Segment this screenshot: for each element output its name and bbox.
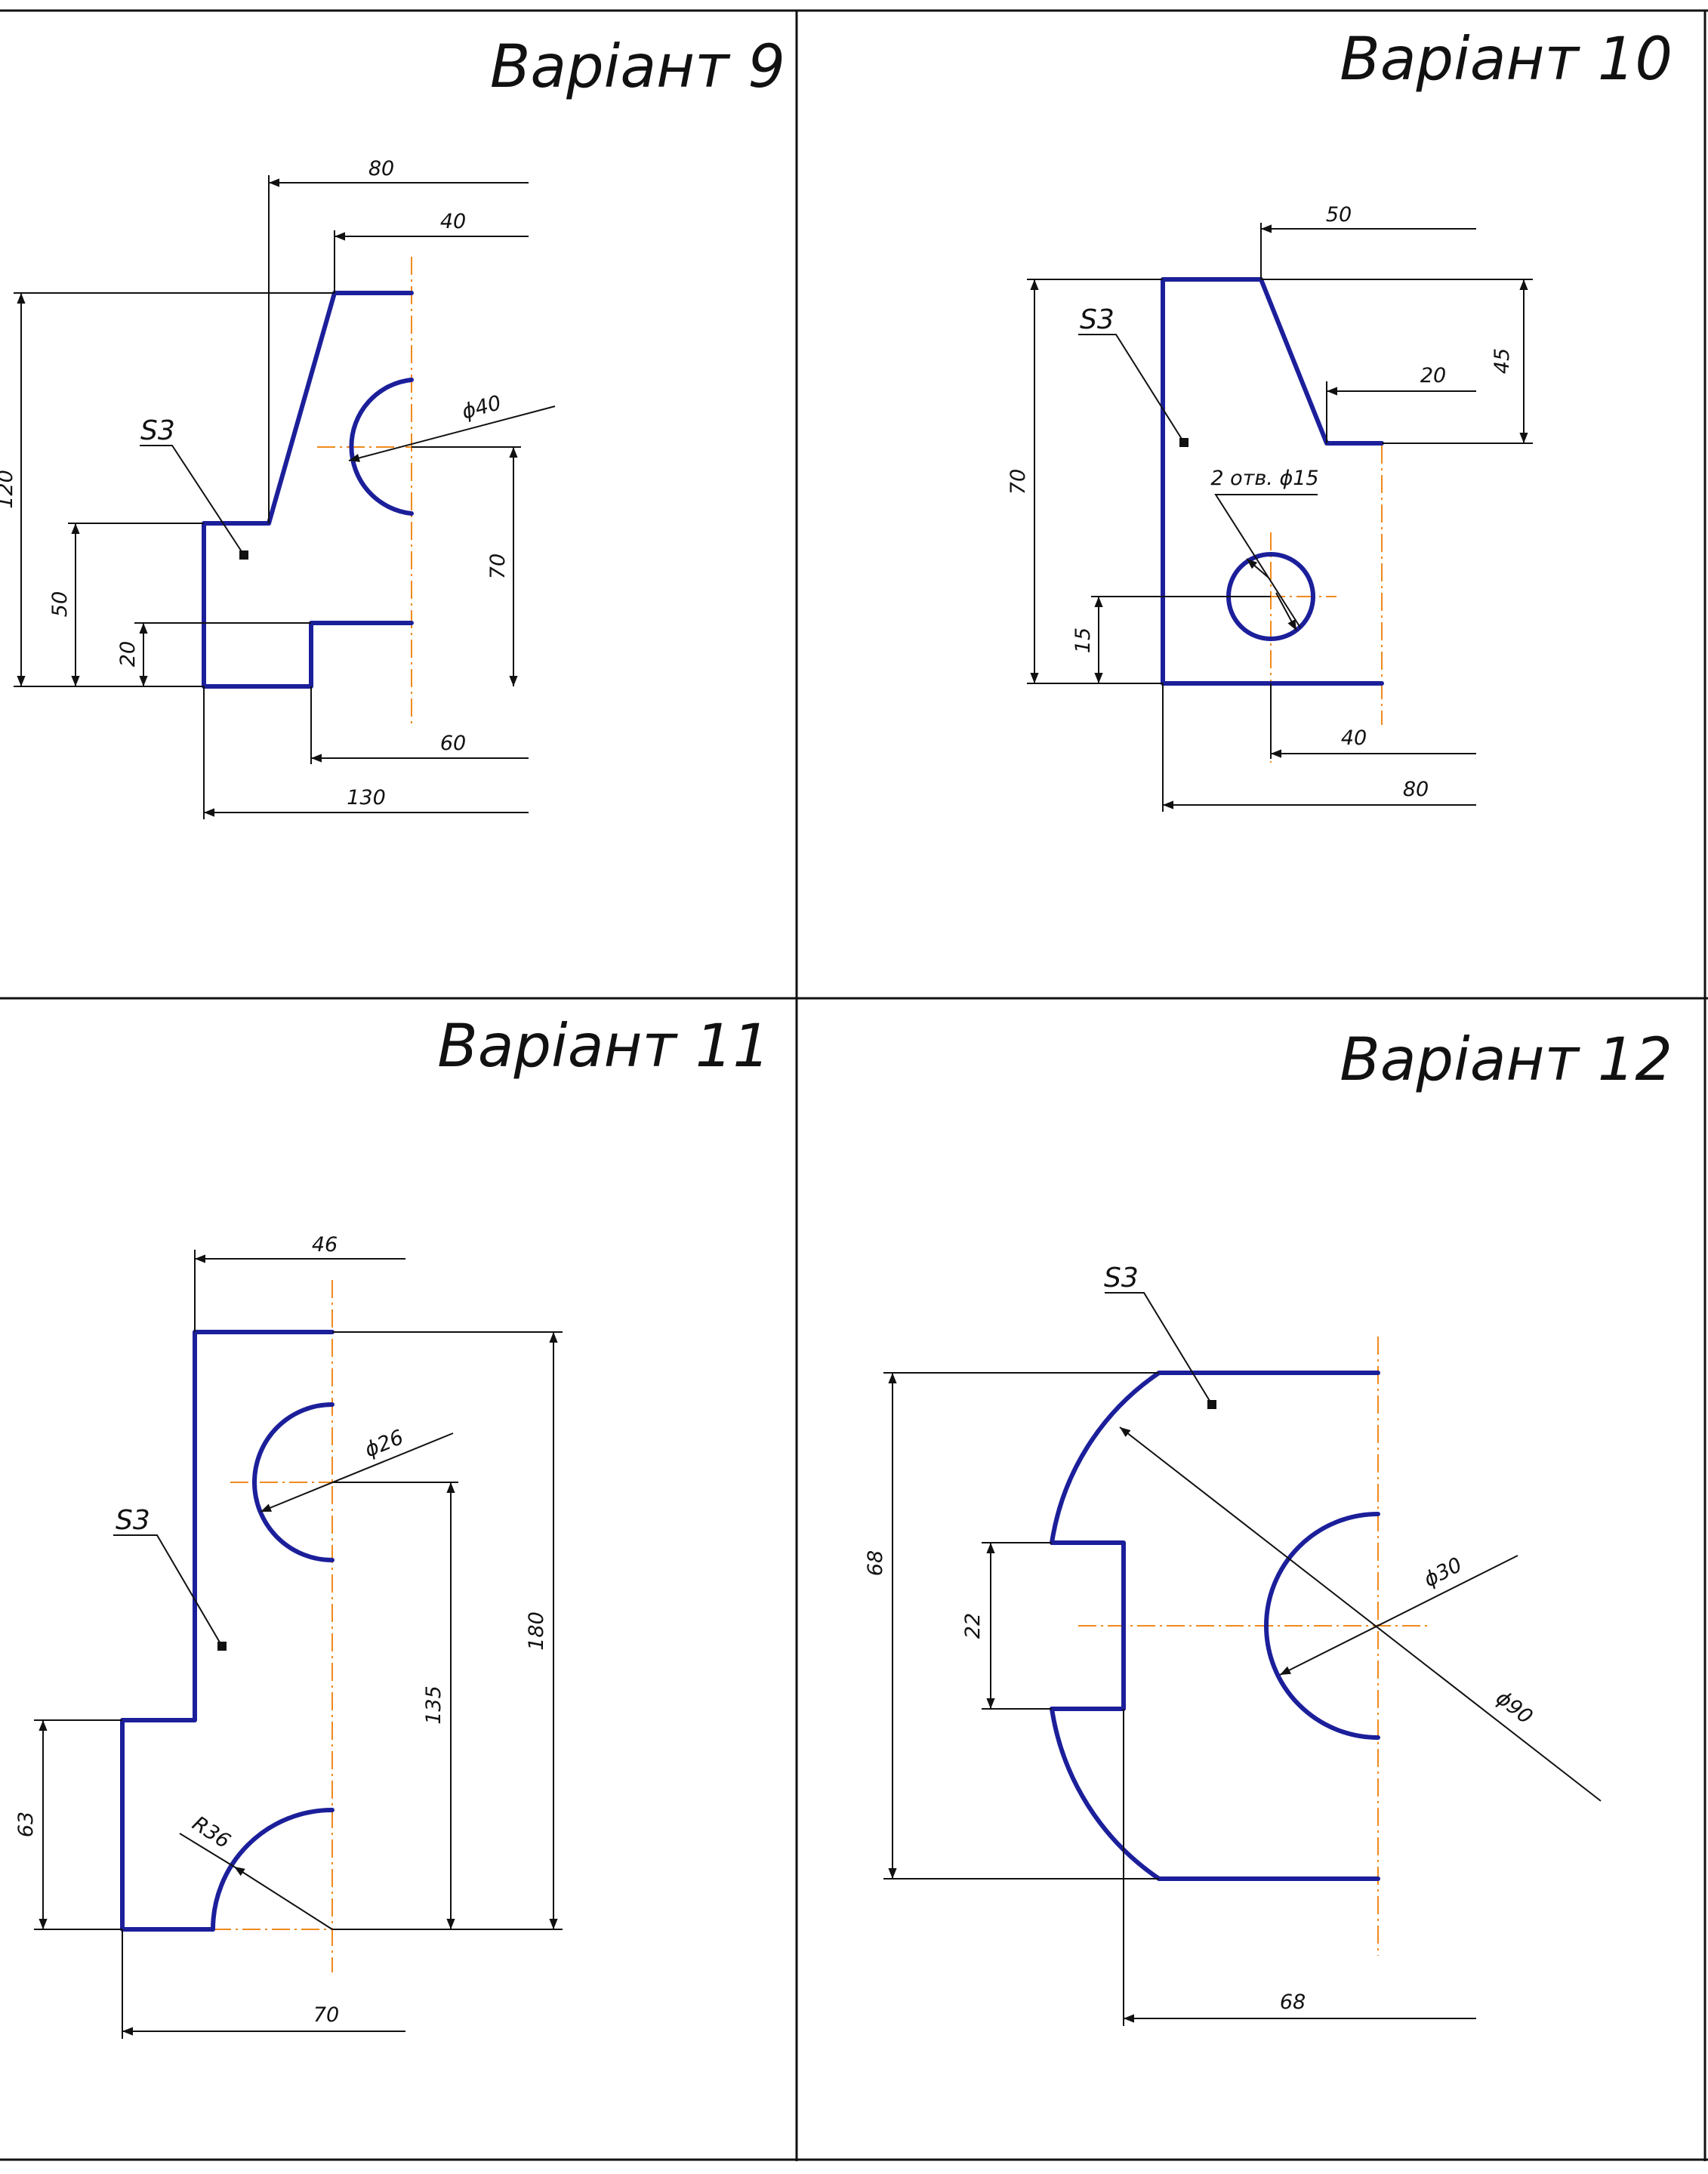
variant-9-axes — [317, 257, 453, 723]
dim-label: 68 — [864, 1550, 887, 1576]
dim-label: 15 — [1071, 628, 1095, 653]
sheet-frame — [0, 9, 1708, 2161]
dim-label: 135 — [422, 1685, 445, 1725]
variant-9-contour — [202, 291, 414, 689]
variant-11-contour — [120, 1330, 335, 1932]
dim-label: ϕ26 — [362, 1426, 407, 1462]
dim-label: R36 — [188, 1812, 234, 1853]
variant-11-axes — [213, 1280, 351, 1972]
dim-label: 130 — [347, 786, 386, 809]
variant-10-axes — [1208, 446, 1383, 763]
section-label: S3 — [116, 1505, 150, 1536]
dim-label: 120 — [0, 470, 17, 509]
dim-label: ϕ40 — [460, 391, 504, 424]
dim-label: ϕ30 — [1420, 1553, 1466, 1592]
dim-label: 50 — [48, 591, 72, 617]
variant-12-dim-labels: 68 22 ϕ30 ϕ90 68 S3 — [864, 1263, 1537, 2014]
dim-label: 45 — [1491, 348, 1514, 374]
variant-11-dimensions — [34, 1250, 563, 2039]
dim-label: 180 — [525, 1611, 548, 1651]
dim-label: 63 — [14, 1812, 38, 1837]
variant-11-panel: Варіант 11 — [14, 1013, 770, 2039]
variant-11-dim-labels: 46 ϕ26 180 135 63 R36 70 S3 — [14, 1233, 548, 2027]
dim-label: 68 — [1280, 1991, 1306, 2014]
section-label: S3 — [1080, 304, 1115, 335]
dim-label: 20 — [116, 641, 140, 667]
variant-10-panel: Варіант 10 — [1007, 26, 1673, 812]
dim-label: 50 — [1326, 203, 1352, 227]
dim-label: 70 — [313, 2003, 339, 2027]
dim-label: 2 отв. ϕ15 — [1210, 467, 1318, 490]
variant-12-title: Варіант 12 — [1340, 1026, 1673, 1094]
dim-label: 20 — [1420, 364, 1446, 387]
variant-12-contour — [1050, 1371, 1380, 1881]
variant-9-dimensions — [14, 175, 556, 819]
variant-12-dimensions — [883, 1292, 1602, 2026]
dim-label: 40 — [1341, 726, 1367, 750]
section-label: S3 — [140, 415, 175, 446]
dim-label: 22 — [961, 1613, 985, 1639]
dim-label: ϕ90 — [1491, 1686, 1537, 1729]
dim-label: 40 — [440, 210, 466, 233]
variant-10-dim-labels: 50 45 20 70 2 отв. ϕ15 15 40 80 S3 — [1007, 203, 1514, 801]
dim-label: 46 — [312, 1233, 338, 1257]
section-label: S3 — [1104, 1263, 1139, 1294]
variant-9-title: Варіант 9 — [490, 33, 785, 101]
variant-11-title: Варіант 11 — [437, 1013, 770, 1081]
dim-label: 80 — [1403, 778, 1429, 801]
dim-label: 70 — [486, 554, 510, 579]
variant-12-axes — [1078, 1337, 1427, 1956]
variant-9-dim-labels: 80 40 ϕ40 120 50 20 70 60 130 S3 — [0, 157, 510, 809]
variant-10-title: Варіант 10 — [1340, 26, 1673, 94]
dim-label: 70 — [1007, 469, 1030, 495]
variant-9-panel: Варіант 9 — [0, 33, 785, 819]
dim-label: 60 — [440, 732, 466, 755]
variant-12-panel: Варіант 12 68 — [864, 1026, 1673, 2026]
dim-label: 80 — [368, 157, 394, 180]
variant-10-dimensions — [1027, 223, 1533, 812]
